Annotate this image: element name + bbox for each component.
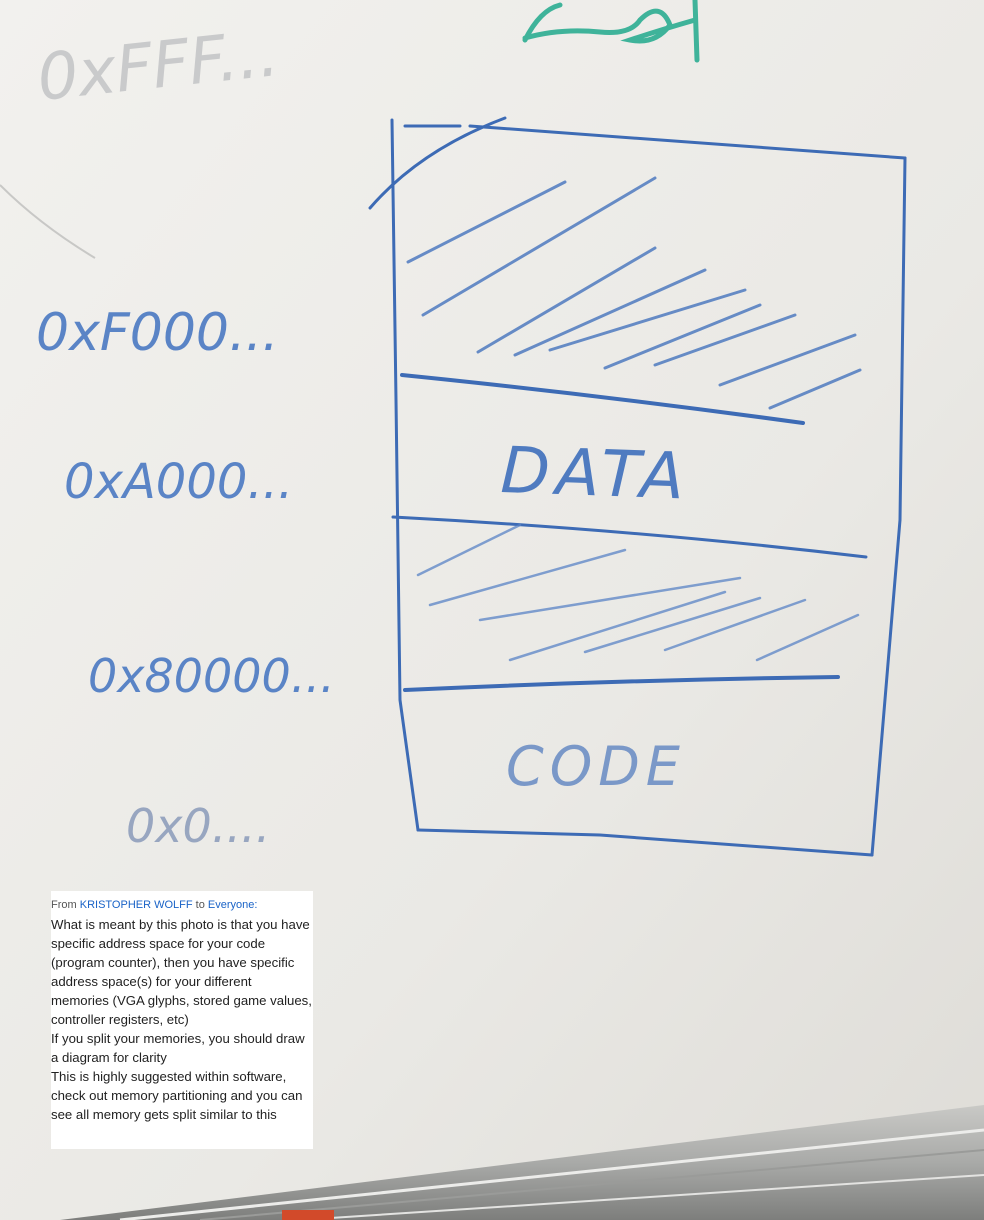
chat-paragraph: This is highly suggested within software… (51, 1069, 303, 1122)
chat-message-header: From KRISTOPHER WOLFF to Everyone: (51, 898, 313, 912)
from-prefix: From (51, 899, 77, 911)
ghost-stroke (0, 184, 96, 259)
hatching-middle (416, 523, 860, 662)
chat-message-body: What is meant by this photo is that you … (51, 915, 313, 1124)
chat-message-panel: From KRISTOPHER WOLFF to Everyone: What … (51, 891, 313, 1149)
chat-paragraph: What is meant by this photo is that you … (51, 917, 312, 1027)
address-label-80000: 0x80000... (88, 649, 335, 703)
recipient-name[interactable]: Everyone: (207, 899, 258, 911)
sender-name[interactable]: KRISTOPHER WOLFF (79, 899, 193, 911)
to-word: to (195, 899, 205, 911)
region-label-data: DATA (499, 434, 691, 515)
address-label-f000: 0xF000... (36, 303, 279, 363)
memory-map-box (368, 116, 907, 857)
board-tray (60, 1105, 984, 1220)
chat-paragraph: If you split your memories, you should d… (51, 1031, 305, 1065)
address-label-a000: 0xA000... (64, 454, 293, 510)
hatching-top (406, 176, 862, 410)
address-label-zero: 0x0.... (126, 799, 270, 853)
green-scribble (522, 0, 700, 63)
region-label-code: CODE (506, 735, 686, 798)
